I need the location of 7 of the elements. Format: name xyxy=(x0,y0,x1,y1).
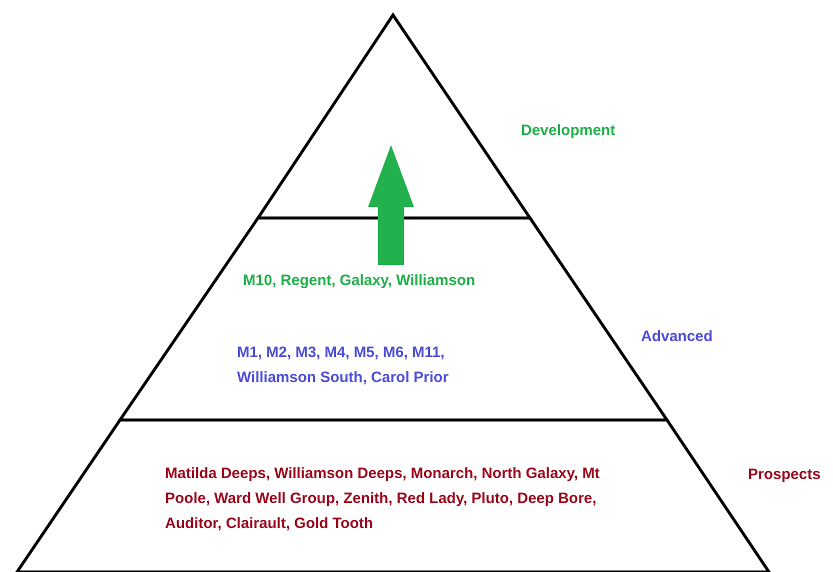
tier-label: Development xyxy=(521,122,616,139)
site-list: M1, M2, M3, M4, M5, M6, M11, Williamson South, Carol Prior xyxy=(237,340,499,390)
site-list: M10, Regent, Galaxy, Williamson xyxy=(243,268,476,293)
site-list: Matilda Deeps, Williamson Deeps, Monarch, North Galaxy, Mt Poole, Ward Well Group, Zenith, Red Lady, Pluto, Deep Bore, Auditor, Clairault, Gold Tooth xyxy=(165,461,610,536)
block-arrow xyxy=(368,145,414,265)
tier-label: Advanced xyxy=(641,328,713,345)
tier-label: Prospects xyxy=(748,466,821,483)
